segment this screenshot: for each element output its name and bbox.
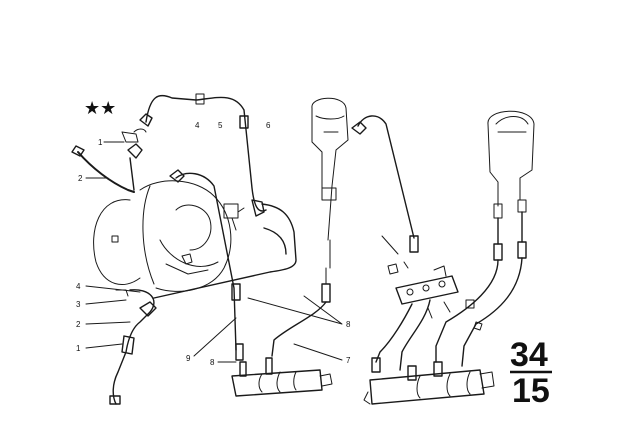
callout-1-lower: 1: [76, 344, 81, 353]
page-sub-number: 15: [512, 372, 550, 410]
middle-brake-pipe: [153, 169, 297, 361]
callout-4-lower: 4: [76, 282, 81, 291]
brake-reservoir-right: [487, 110, 535, 261]
callout-2-lower: 2: [76, 320, 81, 329]
upper-sensor-cable: [71, 128, 147, 193]
callout-6-upper: 6: [266, 121, 271, 130]
right-feed-pipe: [351, 115, 419, 253]
master-cylinder-right: [363, 369, 495, 405]
transmission-housing: [93, 180, 245, 292]
callout-2-upper: 1: [98, 138, 103, 147]
callout-3-lower: 3: [76, 300, 81, 309]
page-group-number: 34: [510, 336, 548, 374]
master-cylinder-left: [231, 357, 333, 397]
page-number: 34 15: [510, 336, 552, 410]
callout-1-upper: 2: [78, 174, 83, 183]
callout-4-upper: 4: [195, 121, 200, 130]
callout-7: 7: [346, 356, 351, 365]
leader-lines: [85, 141, 343, 363]
distribution-block: [381, 235, 483, 331]
callout-9: 9: [186, 354, 191, 363]
lower-sensor-cable: [109, 289, 157, 405]
right-lower-pipes: [371, 257, 523, 381]
callout-8-right: 8: [346, 320, 351, 329]
callout-5-upper: 5: [218, 121, 223, 130]
star-marker: ★★: [84, 98, 116, 119]
brake-master-reservoir: [271, 97, 349, 357]
upper-brake-pipe: [139, 93, 267, 217]
callout-8-left: 8: [210, 358, 215, 367]
